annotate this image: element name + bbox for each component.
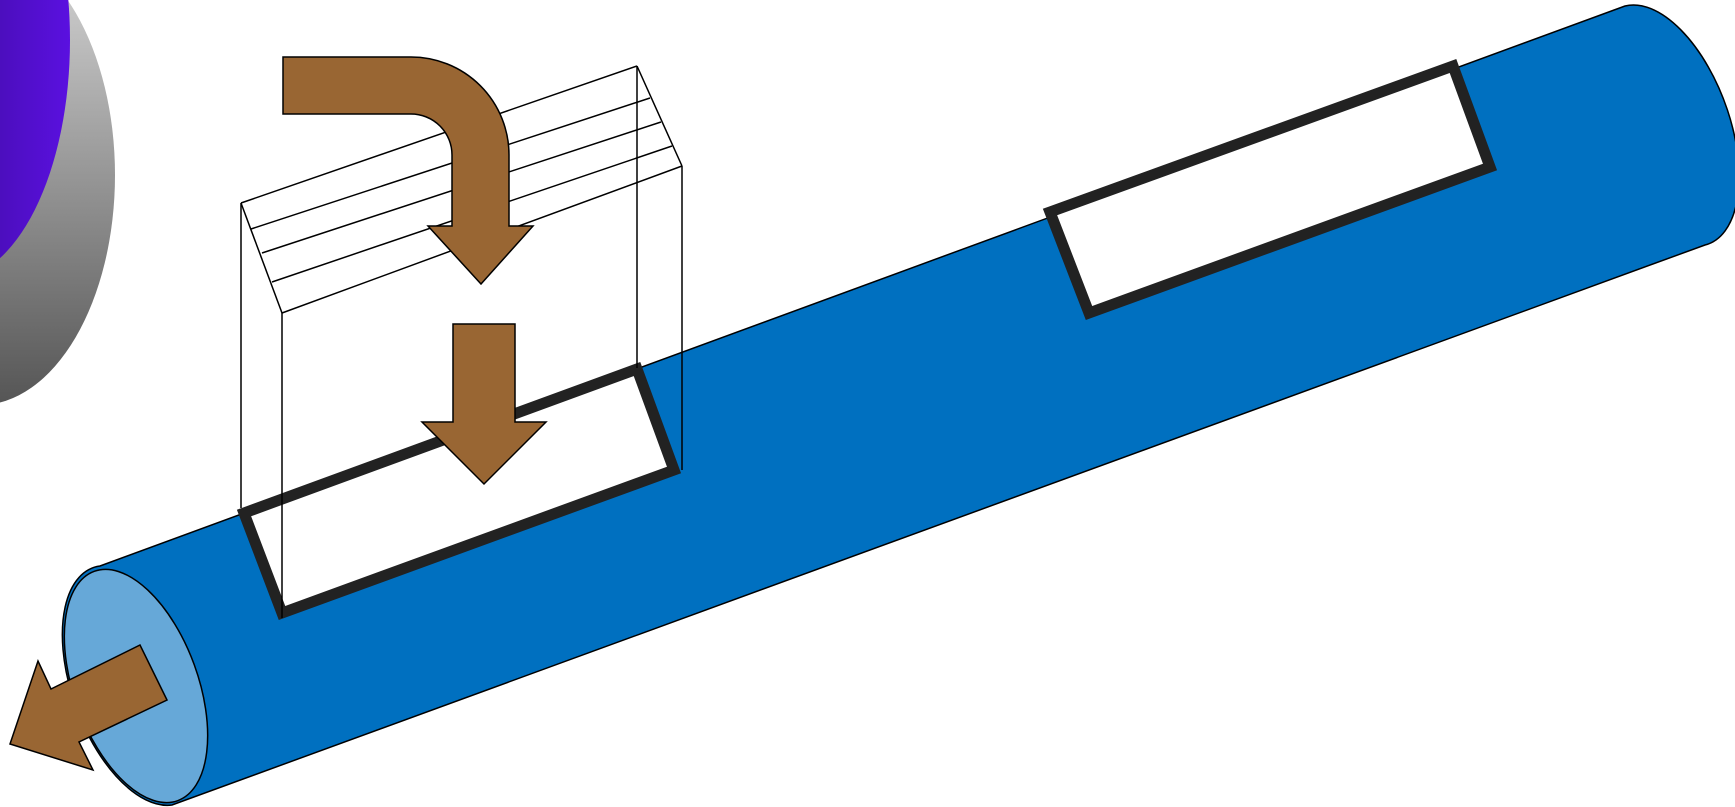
slot-far-right bbox=[1042, 58, 1498, 321]
outlet-arrow-icon bbox=[9, 643, 169, 772]
down-flow-arrow-icon bbox=[420, 323, 548, 486]
purple-disc bbox=[0, 0, 70, 259]
curved-flow-arrow-icon bbox=[282, 56, 535, 286]
pipe-body bbox=[61, 4, 1735, 807]
flow-arrows bbox=[9, 56, 548, 772]
decorative-discs bbox=[0, 0, 115, 403]
